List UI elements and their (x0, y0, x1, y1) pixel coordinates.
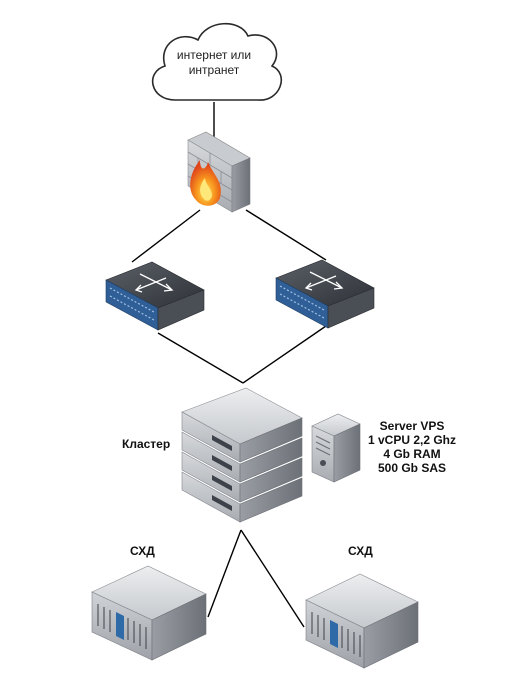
server-rack-stack-icon (181, 387, 303, 523)
storage-label-left: СХД (130, 544, 155, 558)
connection-lines (131, 102, 327, 628)
server-spec-ram: 4 Gb RAM (383, 447, 441, 461)
storage-array-left (91, 565, 207, 661)
switch-right (275, 259, 375, 329)
cloud-label-line2: интранет (188, 63, 240, 77)
server-spec-block: Server VPS 1 vCPU 2,2 Ghz 4 Gb RAM 500 G… (357, 419, 467, 475)
link-cluster-storage-left (207, 529, 242, 618)
cluster-label: Кластер (122, 437, 171, 451)
rack-unit-4 (181, 471, 303, 523)
switch-left (105, 261, 205, 331)
server-spec-name: Server VPS (379, 419, 445, 433)
cloud-label: интернет или интранет (162, 48, 266, 78)
link-switch-right-cluster (242, 325, 327, 384)
rack-unit-1 (181, 387, 303, 463)
link-firewall-switch-right (245, 209, 327, 261)
firewall-icon (187, 131, 251, 213)
rack-unit-3 (181, 451, 303, 503)
storage-label-right: СХД (348, 544, 373, 558)
link-firewall-switch-left (131, 209, 201, 263)
server-spec-disk: 500 Gb SAS (377, 461, 447, 475)
cloud-label-line1: интернет или (176, 48, 252, 62)
link-switch-left-cluster (157, 332, 244, 384)
cloud-icon (151, 22, 283, 101)
rack-unit-2 (181, 431, 303, 483)
server-spec-cpu: 1 vCPU 2,2 Ghz (367, 433, 457, 447)
link-cluster-storage-right (240, 529, 305, 628)
tower-server-icon (311, 413, 361, 483)
storage-array-right (305, 573, 419, 669)
